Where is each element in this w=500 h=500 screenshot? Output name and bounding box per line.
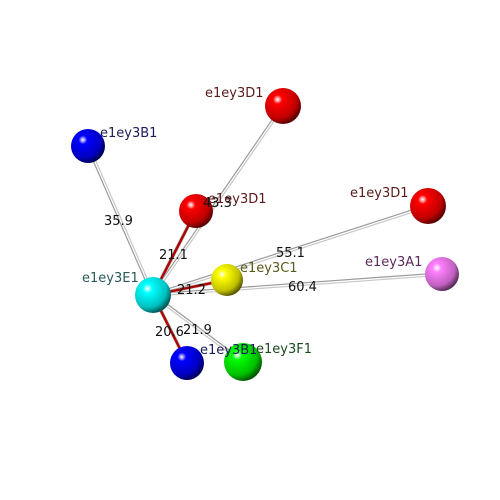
atom-label: e1ey3F1: [256, 342, 312, 357]
atom-label: e1ey3D1: [208, 192, 267, 207]
atom-sphere[interactable]: [265, 88, 301, 124]
atom-label: e1ey3D1: [350, 186, 409, 201]
atom-label: e1ey3D1: [205, 86, 264, 101]
distance-label: 43.3: [203, 196, 232, 211]
distance-label: 21.9: [183, 323, 212, 338]
distance-line: [152, 204, 428, 295]
atom-label: e1ey3B1: [200, 343, 257, 358]
atom-label: e1ey3E1: [82, 271, 139, 286]
distance-line: [152, 272, 442, 295]
distance-label: 60.4: [288, 280, 317, 295]
distance-line: [153, 106, 285, 297]
atom-sphere[interactable]: [135, 277, 171, 313]
distance-line: [88, 145, 155, 295]
atom-label: e1ey3C1: [240, 261, 298, 276]
distance-line: [151, 104, 283, 295]
atom-sphere[interactable]: [211, 264, 243, 296]
distance-label: 21.1: [159, 248, 188, 263]
distance-line: [153, 206, 429, 297]
distance-label: 21.2: [177, 283, 206, 298]
atom-sphere[interactable]: [71, 129, 105, 163]
atom-labels: e1ey3B1 e1ey3D1 e1ey3D1 e1ey3D1 e1ey3E1 e1ey3…: [82, 86, 422, 358]
atom-sphere[interactable]: [410, 188, 446, 224]
atom-sphere[interactable]: [179, 194, 213, 228]
atom-sphere[interactable]: [170, 346, 204, 380]
distance-label: 55.1: [276, 246, 305, 261]
distance-line: [153, 274, 443, 297]
atom-label: e1ey3A1: [365, 255, 422, 270]
distance-lines: [86, 104, 443, 364]
atom-label: e1ey3B1: [100, 126, 157, 141]
distance-line: [86, 146, 153, 296]
atom-sphere[interactable]: [224, 343, 262, 381]
distance-label: 35.9: [104, 214, 133, 229]
distance-label: 20.6: [155, 325, 184, 340]
atom-sphere[interactable]: [425, 257, 459, 291]
atoms: [71, 88, 459, 381]
